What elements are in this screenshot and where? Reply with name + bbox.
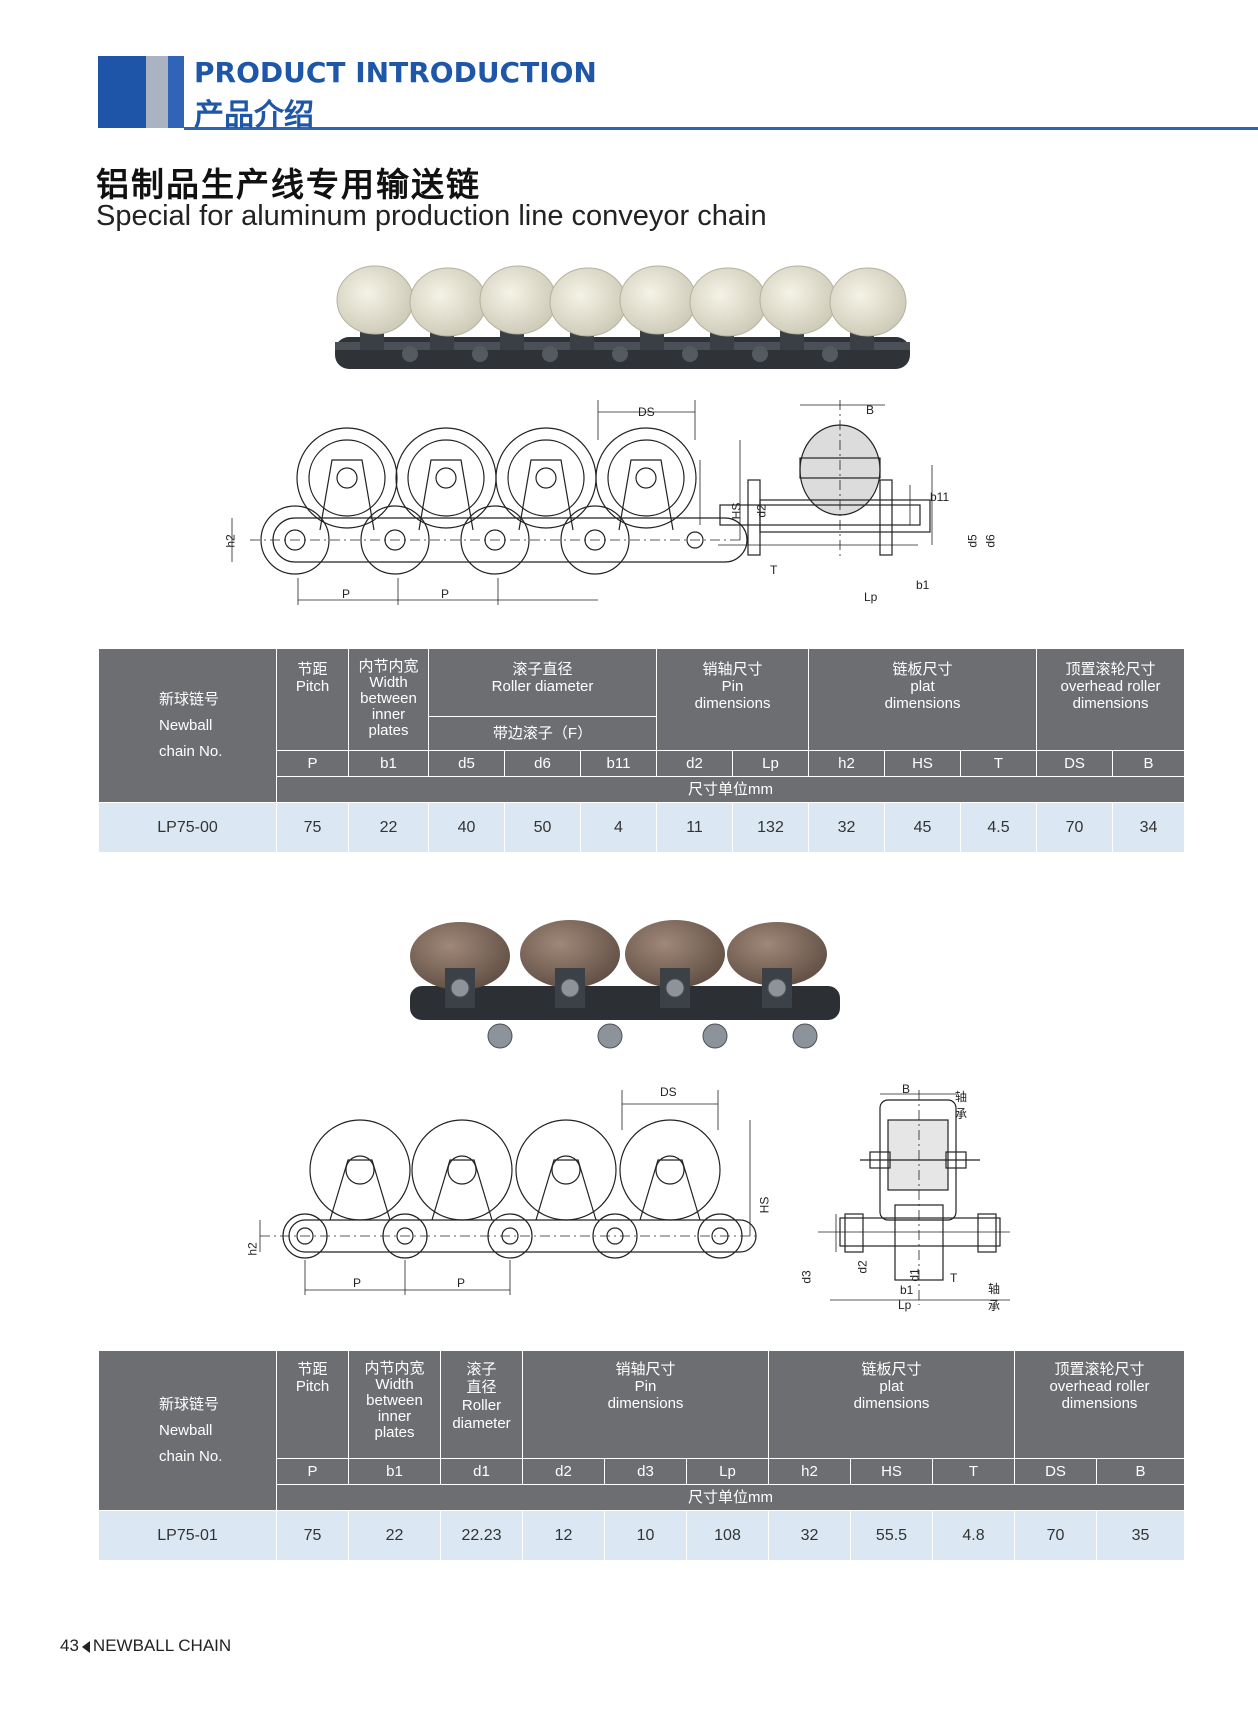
symbol-row: P b1 d1 d2 d3 Lp h2 HS T DS B bbox=[99, 1458, 1185, 1485]
section-title-cn: 产品介绍 bbox=[194, 98, 314, 133]
product-photo-metal-wheel-chain bbox=[410, 920, 840, 1049]
table-row: LP75-00 75 22 40 50 4 11 132 32 45 4.5 7… bbox=[98, 802, 1186, 853]
label-hs: HS bbox=[729, 502, 744, 520]
page-footer: 43 NEWBALL CHAIN bbox=[60, 1636, 231, 1656]
label-t: T bbox=[770, 563, 778, 577]
label-p2: P bbox=[441, 587, 450, 601]
label-lp: Lp bbox=[898, 1298, 912, 1312]
col-roller-flanged: 带边滚子（F） bbox=[427, 716, 658, 751]
label-d2: d2 bbox=[754, 504, 769, 518]
header-accent-bar bbox=[98, 56, 146, 128]
header-rule bbox=[184, 127, 1258, 130]
page-number: 43 bbox=[60, 1636, 79, 1655]
label-p1: P bbox=[353, 1276, 362, 1290]
label-b1: b1 bbox=[900, 1283, 914, 1297]
section-title-en: PRODUCT INTRODUCTION bbox=[194, 56, 597, 89]
label-bearing-bottom: 轴承 bbox=[988, 1282, 1001, 1313]
label-h2: h2 bbox=[245, 1242, 260, 1256]
label-hs: HS bbox=[757, 1196, 772, 1214]
label-b: B bbox=[902, 1082, 911, 1096]
label-ds: DS bbox=[660, 1085, 677, 1099]
label-d6: d6 bbox=[983, 534, 998, 548]
header-accent-bar-blue bbox=[168, 56, 184, 128]
product-photo-white-roller-chain bbox=[335, 265, 910, 369]
header-accent-bar-grey bbox=[146, 56, 168, 128]
label-p2: P bbox=[457, 1276, 466, 1290]
label-p1: P bbox=[342, 587, 351, 601]
unit-row: 尺寸单位mm bbox=[275, 776, 1186, 803]
label-d1: d1 bbox=[907, 1268, 922, 1282]
label-b11: b11 bbox=[930, 490, 950, 504]
arrow-left-icon bbox=[81, 1640, 90, 1653]
label-bearing-top: 轴承 bbox=[955, 1090, 968, 1121]
symbol-row: P b1 d5 d6 b11 d2 Lp h2 HS T DS B bbox=[99, 750, 1186, 777]
label-d2: d2 bbox=[855, 1260, 870, 1274]
label-h2: h2 bbox=[223, 534, 238, 548]
label-lp: Lp bbox=[864, 590, 878, 604]
label-t: T bbox=[950, 1271, 958, 1285]
table-row: LP75-01 75 22 22.23 12 10 108 32 55.5 4.… bbox=[98, 1510, 1185, 1561]
label-ds: DS bbox=[638, 405, 655, 419]
product-title-en: Special for aluminum production line con… bbox=[96, 200, 767, 232]
label-d3: d3 bbox=[799, 1270, 814, 1284]
footer-brand: NEWBALL CHAIN bbox=[92, 1636, 232, 1655]
product-title-cn: 铝制品生产线专用输送链 bbox=[96, 165, 481, 204]
technical-drawing-2 bbox=[259, 1090, 1010, 1305]
label-d5: d5 bbox=[965, 534, 980, 548]
unit-row: 尺寸单位mm bbox=[276, 1484, 1185, 1511]
label-b: B bbox=[866, 403, 875, 417]
label-b1: b1 bbox=[916, 578, 930, 592]
technical-drawing-1: DS bbox=[231, 400, 933, 605]
